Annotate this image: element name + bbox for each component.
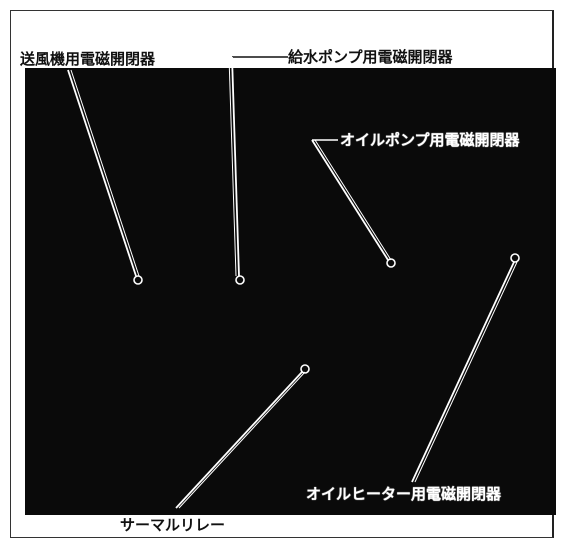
label-oil-pump-contactor: オイルポンプ用電磁開閉器 <box>340 131 520 149</box>
label-water-pump-contactor: 給水ポンプ用電磁開閉器 <box>288 48 453 66</box>
label-oil-heater-contactor: オイルヒーター用電磁開閉器 <box>306 485 502 503</box>
label-blower-contactor: 送風機用電磁開閉器 <box>20 50 156 68</box>
label-thermal-relay: サーマルリレー <box>120 516 226 534</box>
